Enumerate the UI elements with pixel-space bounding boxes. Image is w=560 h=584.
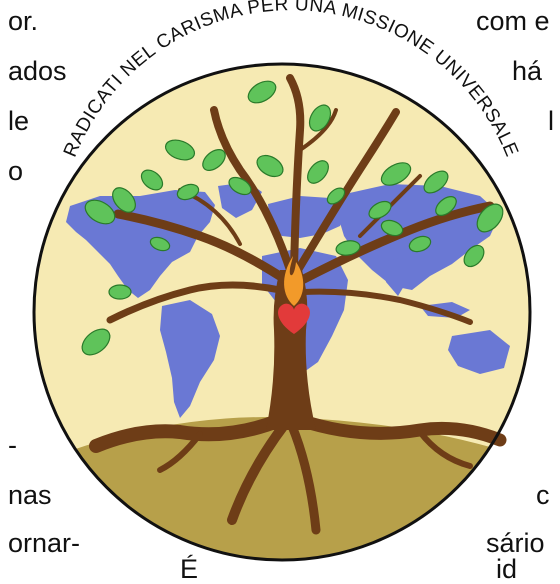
leaf xyxy=(463,244,485,268)
leaf xyxy=(112,187,136,213)
leaf xyxy=(176,183,200,201)
leaf xyxy=(308,104,332,132)
emblem-logo: RADICATI NEL CARISMA PER UNA MISSIONE UN… xyxy=(32,0,532,562)
leaf xyxy=(247,80,277,104)
leaf xyxy=(164,139,196,161)
text-fragment-right-1: com e xyxy=(476,6,550,36)
leaf xyxy=(256,154,284,178)
leaf xyxy=(423,170,449,194)
text-fragment-left-7: ornar- xyxy=(8,528,81,558)
leaf xyxy=(202,149,226,171)
tree-roots xyxy=(89,413,507,535)
text-fragment-right-3: l xyxy=(548,106,554,136)
continent-south-america xyxy=(160,300,220,418)
text-fragment-right-5: sário xyxy=(486,528,545,558)
leaf xyxy=(335,240,361,256)
text-fragment-left-5: - xyxy=(8,430,17,460)
leaf xyxy=(228,176,252,196)
leaf xyxy=(307,160,329,184)
leaf xyxy=(326,187,346,205)
text-fragment-left-3: le xyxy=(8,106,30,136)
leaf xyxy=(368,200,392,220)
flame-icon xyxy=(284,256,304,306)
leaf xyxy=(476,203,504,233)
text-fragment-left-4: o xyxy=(8,156,24,186)
text-fragment-right-2: há xyxy=(512,56,543,86)
heart-icon xyxy=(278,303,310,334)
continent-australia xyxy=(448,330,510,374)
leaf xyxy=(149,236,171,252)
leaf xyxy=(380,219,404,237)
continent-india xyxy=(382,258,410,296)
text-fragment-left-1: or. xyxy=(8,6,39,36)
leaf xyxy=(108,284,132,300)
leaf xyxy=(435,196,457,216)
leaf xyxy=(81,328,111,356)
text-fragment-left-2: ados xyxy=(8,56,67,86)
text-fragment-right-4: c xyxy=(536,480,550,510)
emblem-ring xyxy=(32,62,532,562)
text-fragment-left-6: nas xyxy=(8,480,52,510)
tree-leaves xyxy=(81,80,504,356)
leaf xyxy=(408,235,432,253)
leaf xyxy=(84,199,116,225)
leaf xyxy=(140,169,164,191)
tree-branches xyxy=(106,74,495,325)
leaf xyxy=(380,162,412,186)
